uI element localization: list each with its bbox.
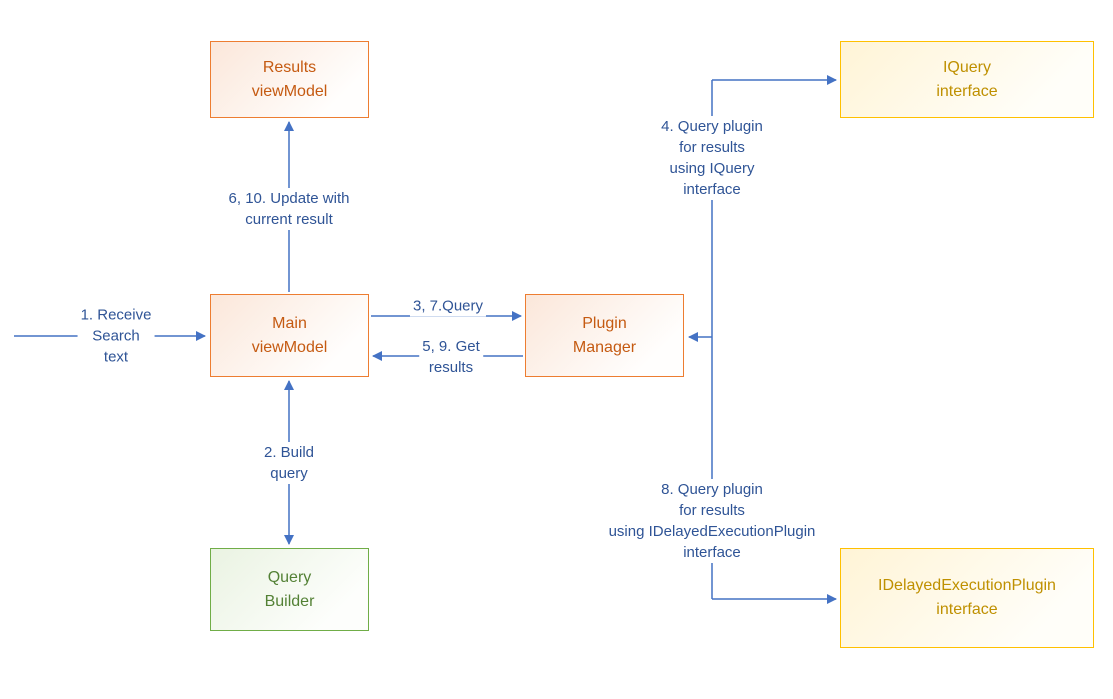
box-idelayedexecutionplugin-interface: IDelayedExecutionPlugin interface — [840, 548, 1094, 648]
box-plugin-manager: Plugin Manager — [525, 294, 684, 377]
box-iquery-interface-label: IQuery interface — [936, 58, 998, 100]
box-query-builder-label: Query Builder — [264, 568, 315, 610]
label-get-results: 5, 9. Get results — [419, 336, 483, 378]
label-query-plugin-idelayed: 8. Query plugin for results using IDelay… — [605, 479, 819, 563]
box-idelayedexecutionplugin-interface-label: IDelayedExecutionPlugin interface — [878, 577, 1056, 618]
label-build-query: 2. Build query — [260, 442, 318, 484]
box-main-viewmodel: Main viewModel — [210, 294, 369, 377]
label-receive-search-text: 1. Receive Search text — [77, 304, 155, 368]
box-plugin-manager-label: Plugin Manager — [572, 314, 637, 356]
box-iquery-interface: IQuery interface — [840, 41, 1094, 118]
label-update-with-current-result: 6, 10. Update with current result — [225, 188, 353, 230]
box-query-builder: Query Builder — [210, 548, 369, 631]
label-query: 3, 7.Query — [409, 295, 487, 317]
box-main-viewmodel-label: Main viewModel — [251, 314, 328, 356]
label-query-plugin-iquery: 4. Query plugin for results using IQuery… — [658, 116, 766, 200]
box-results-viewmodel-label: Results viewModel — [251, 58, 328, 100]
box-results-viewmodel: Results viewModel — [210, 41, 369, 118]
